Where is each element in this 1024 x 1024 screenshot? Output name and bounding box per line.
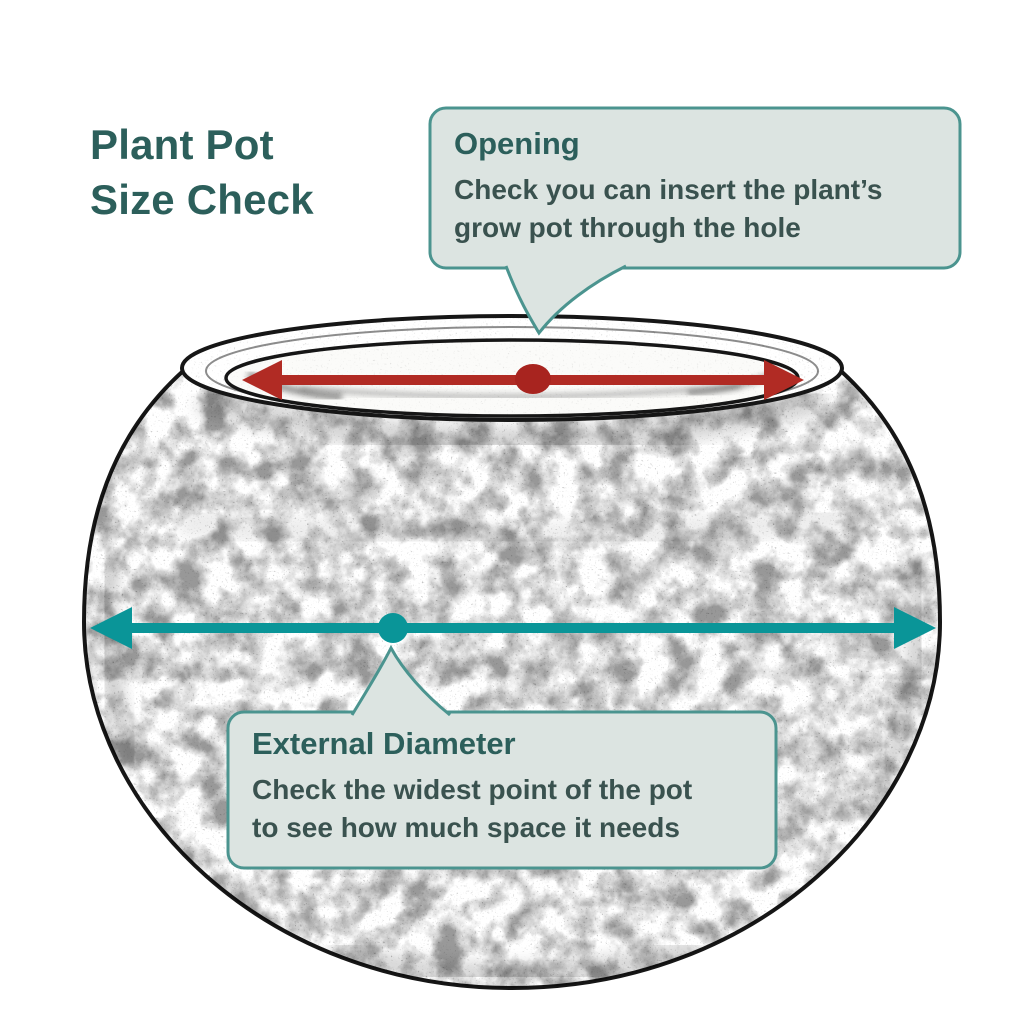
opening-callout-body-line2: grow pot through the hole [454, 212, 801, 244]
opening-callout-box [428, 106, 962, 270]
opening-arrow-right-head-icon [764, 360, 804, 400]
page-title-line1: Plant Pot [90, 121, 274, 168]
external-arrow-right-head-icon [894, 607, 936, 649]
external-diameter-arrow [90, 607, 936, 649]
opening-midpoint-dot [515, 364, 551, 394]
opening-callout-bubble [428, 106, 962, 336]
external-callout-title: External Diameter [252, 726, 516, 761]
opening-callout-text: Opening Check you can insert the plant’s… [454, 126, 954, 247]
opening-callout-tail [504, 264, 627, 336]
page-title-line2: Size Check [90, 175, 314, 223]
pot-body-texture [84, 372, 940, 988]
external-callout-box [226, 710, 778, 870]
external-callout-tail [350, 644, 451, 717]
opening-arrow-left-head-icon [242, 360, 282, 400]
opening-callout-body-line1: Check you can insert the plant’s [454, 174, 883, 205]
external-arrow-left-head-icon [90, 607, 132, 649]
page-title: Plant Pot Size Check [90, 118, 314, 227]
external-callout-text: External Diameter Check the widest point… [252, 726, 764, 847]
opening-arrow [242, 360, 804, 400]
opening-callout-title: Opening [454, 126, 580, 161]
external-callout-body-line1: Check the widest point of the pot [252, 774, 693, 805]
external-callout-bubble [226, 644, 778, 870]
external-midpoint-dot [378, 613, 408, 643]
external-callout-body-line2: to see how much space it needs [252, 812, 680, 844]
